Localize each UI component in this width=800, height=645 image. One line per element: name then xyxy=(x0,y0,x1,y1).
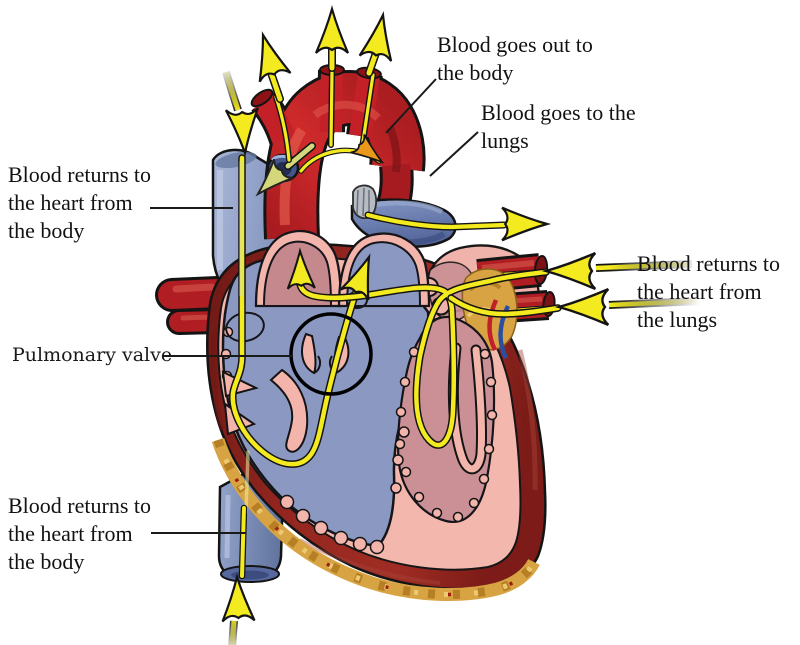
trabecular-scallops xyxy=(220,326,498,555)
epicardial-fat-band xyxy=(211,437,540,602)
leader-blood-to-lungs xyxy=(429,131,479,177)
arrow-up-body-1 xyxy=(246,29,292,83)
label-returns-body-top: Blood returns to the heart from the body xyxy=(8,162,151,243)
label-returns-body-bottom: Blood returns to the heart from the body xyxy=(8,493,151,574)
leader-blood-out-body xyxy=(385,78,437,134)
label-returns-lungs: Blood returns to the heart from the lung… xyxy=(637,251,780,332)
arrow-right-to-lungs xyxy=(500,206,549,242)
arrow-left-from-lungs-1 xyxy=(544,251,597,291)
arrow-up-body-3 xyxy=(358,11,400,63)
label-pulmonary-valve: Pulmonary valve xyxy=(12,344,173,366)
arrow-down-into-svc xyxy=(224,106,263,156)
ligamentum-knob xyxy=(352,184,378,220)
label-blood-out-body: Blood goes out to the body xyxy=(437,32,593,85)
arrow-up-into-ivc xyxy=(219,575,256,623)
pulmonary-valve-circle-annotation xyxy=(289,312,373,396)
leader-lines xyxy=(150,78,479,534)
external-arrows xyxy=(219,7,701,645)
arrow-up-body-2 xyxy=(314,7,350,55)
label-blood-to-lungs: Blood goes to the lungs xyxy=(481,100,636,153)
arrow-left-from-lungs-2 xyxy=(557,287,610,327)
